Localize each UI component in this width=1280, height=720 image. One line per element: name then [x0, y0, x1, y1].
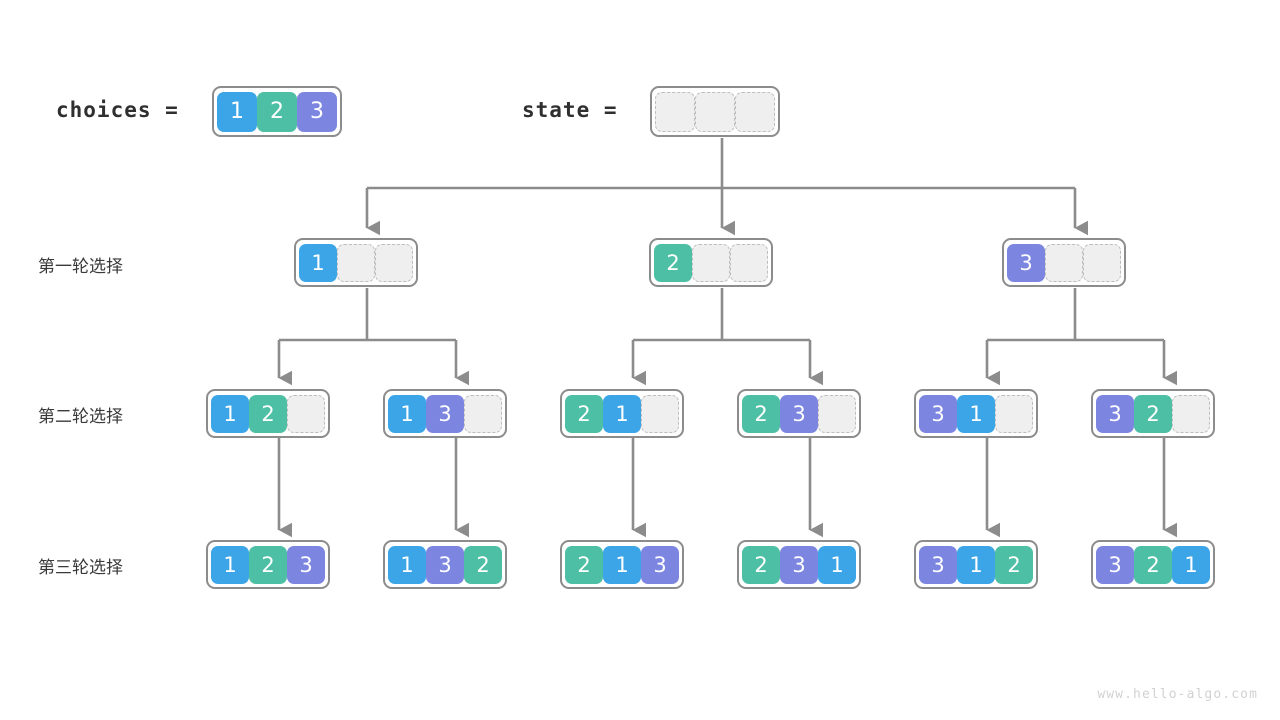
- level3-node-4-cell-1: 1: [957, 545, 995, 584]
- state-cell-1: [695, 91, 735, 132]
- level2-node-5-cell-1: 2: [1134, 394, 1172, 433]
- level1-node-1-cell-0: 2: [654, 243, 692, 282]
- state-cell-0: [655, 91, 695, 132]
- level1-node-1-cell-2: [730, 243, 768, 282]
- choices-cell-0: 1: [217, 91, 257, 132]
- level2-node-0-cell-1: 2: [249, 394, 287, 433]
- level3-node-3-cell-1: 3: [780, 545, 818, 584]
- level1-node-2-cell-2: [1083, 243, 1121, 282]
- level1-node-1-cell-1: [692, 243, 730, 282]
- level1-node-0-cell-0: 1: [299, 243, 337, 282]
- level3-node-5-cell-1: 2: [1134, 545, 1172, 584]
- level3-node-1-cell-1: 3: [426, 545, 464, 584]
- choices-label: choices =: [56, 98, 179, 122]
- level2-node-2-cell-1: 1: [603, 394, 641, 433]
- level3-node-3-cell-0: 2: [742, 545, 780, 584]
- level3-node-2-cell-2: 3: [641, 545, 679, 584]
- level2-node-3-cell-2: [818, 394, 856, 433]
- level3-node-5-cell-0: 3: [1096, 545, 1134, 584]
- choices-cell-2: 3: [297, 91, 337, 132]
- level3-node-4-cell-0: 3: [919, 545, 957, 584]
- level1-node-0-cell-1: [337, 243, 375, 282]
- row-label-round-3: 第三轮选择: [38, 558, 123, 577]
- level2-node-5-cell-2: [1172, 394, 1210, 433]
- tree-node-level1-0: 1: [294, 238, 418, 287]
- row-label-round-1: 第一轮选择: [38, 257, 123, 276]
- level2-node-4-cell-2: [995, 394, 1033, 433]
- level2-node-3-cell-0: 2: [742, 394, 780, 433]
- level2-node-4-cell-0: 3: [919, 394, 957, 433]
- tree-node-level1-2: 3: [1002, 238, 1126, 287]
- level3-node-1-cell-2: 2: [464, 545, 502, 584]
- state-array: [650, 86, 780, 137]
- level2-node-2-cell-0: 2: [565, 394, 603, 433]
- level3-node-1-cell-0: 1: [388, 545, 426, 584]
- level1-node-2-cell-0: 3: [1007, 243, 1045, 282]
- level3-node-2-cell-1: 1: [603, 545, 641, 584]
- level3-node-0-cell-1: 2: [249, 545, 287, 584]
- level2-node-0-cell-0: 1: [211, 394, 249, 433]
- level1-node-2-cell-1: [1045, 243, 1083, 282]
- level3-node-0-cell-2: 3: [287, 545, 325, 584]
- level2-node-4-cell-1: 1: [957, 394, 995, 433]
- level2-node-2-cell-2: [641, 394, 679, 433]
- choices-cell-1: 2: [257, 91, 297, 132]
- state-label: state =: [522, 98, 618, 122]
- level3-node-0-cell-0: 1: [211, 545, 249, 584]
- state-cell-2: [735, 91, 775, 132]
- level2-node-0-cell-2: [287, 394, 325, 433]
- level3-node-5-cell-2: 1: [1172, 545, 1210, 584]
- level2-node-1-cell-1: 3: [426, 394, 464, 433]
- level1-node-0-cell-2: [375, 243, 413, 282]
- level2-node-1-cell-2: [464, 394, 502, 433]
- level3-node-2-cell-0: 2: [565, 545, 603, 584]
- tree-node-level1-1: 2: [649, 238, 773, 287]
- level2-node-5-cell-0: 3: [1096, 394, 1134, 433]
- watermark: www.hello-algo.com: [1097, 687, 1258, 702]
- level2-node-1-cell-0: 1: [388, 394, 426, 433]
- level2-node-3-cell-1: 3: [780, 394, 818, 433]
- row-label-round-2: 第二轮选择: [38, 407, 123, 426]
- level3-node-3-cell-2: 1: [818, 545, 856, 584]
- level3-node-4-cell-2: 2: [995, 545, 1033, 584]
